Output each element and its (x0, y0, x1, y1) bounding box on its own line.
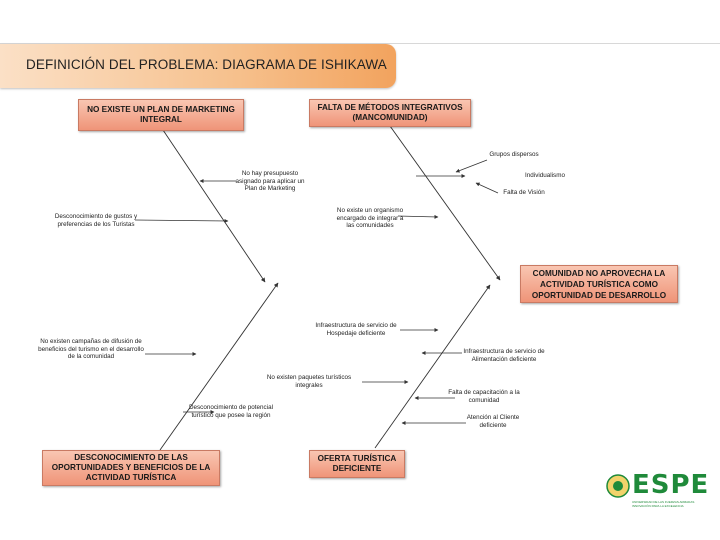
espe-logo-subtitle: UNIVERSIDAD DE LAS FUERZAS ARMADAS INNOV… (632, 500, 695, 508)
cause-infra-alimentacion: Infraestructura de servicio de Alimentac… (463, 348, 545, 363)
category-desconocimiento-oportunidades: DESCONOCIMIENTO DE LAS OPORTUNIDADES Y B… (42, 450, 220, 486)
arrow-desconocimiento-gustos (134, 218, 229, 223)
category-oferta-turistica: OFERTA TURÍSTICA DEFICIENTE (309, 450, 405, 478)
category-metodos-integrativos: FALTA DE MÉTODOS INTEGRATIVOS (MANCOMUNI… (309, 99, 471, 127)
cause-falta-capacitacion: Falta de capacitación a la comunidad (448, 389, 520, 404)
cause-campanas-difusion: No existen campañas de difusión de benef… (38, 338, 144, 361)
cause-no-presupuesto: No hay presupuesto asignado para aplicar… (235, 170, 305, 193)
header-divider (0, 43, 720, 44)
title-banner: DEFINICIÓN DEL PROBLEMA: DIAGRAMA DE ISH… (0, 44, 396, 88)
cause-no-existe-organismo: No existe un organismo encargado de inte… (336, 207, 404, 230)
bone-top-left (162, 129, 266, 283)
effect-box: COMUNIDAD NO APROVECHA LA ACTIVIDAD TURÍ… (520, 265, 678, 303)
cause-falta-vision: Falta de Visión (503, 189, 545, 196)
arrow-grupos-dispersos (455, 159, 488, 173)
cause-paquetes-turisticos: No existen paquetes turísticos integrale… (266, 374, 352, 389)
cause-infra-hospedaje: Infraestructura de servicio de Hospedaje… (315, 322, 397, 337)
bone-bottom-right (374, 284, 491, 449)
cause-grupos-dispersos: Grupos dispersos (489, 151, 539, 158)
espe-logo (606, 474, 630, 498)
page-title: DEFINICIÓN DEL PROBLEMA: DIAGRAMA DE ISH… (26, 57, 387, 72)
bone-bottom-left (159, 282, 279, 451)
cause-individualismo: Individualismo (525, 172, 565, 179)
category-marketing: NO EXISTE UN PLAN DE MARKETING INTEGRAL (78, 99, 244, 131)
cause-atencion-cliente: Atención al Cliente deficiente (466, 414, 520, 429)
arrow-falta-vision (475, 182, 499, 194)
espe-logo-text: ESPE (632, 470, 710, 500)
cause-desconocimiento-potencial: Desconocimiento de potencial turístico q… (188, 404, 273, 419)
bone-top-right (389, 125, 501, 281)
cause-desconocimiento-gustos: Desconocimiento de gustos y preferencias… (54, 213, 138, 228)
arrow-no-organismo (397, 214, 439, 219)
